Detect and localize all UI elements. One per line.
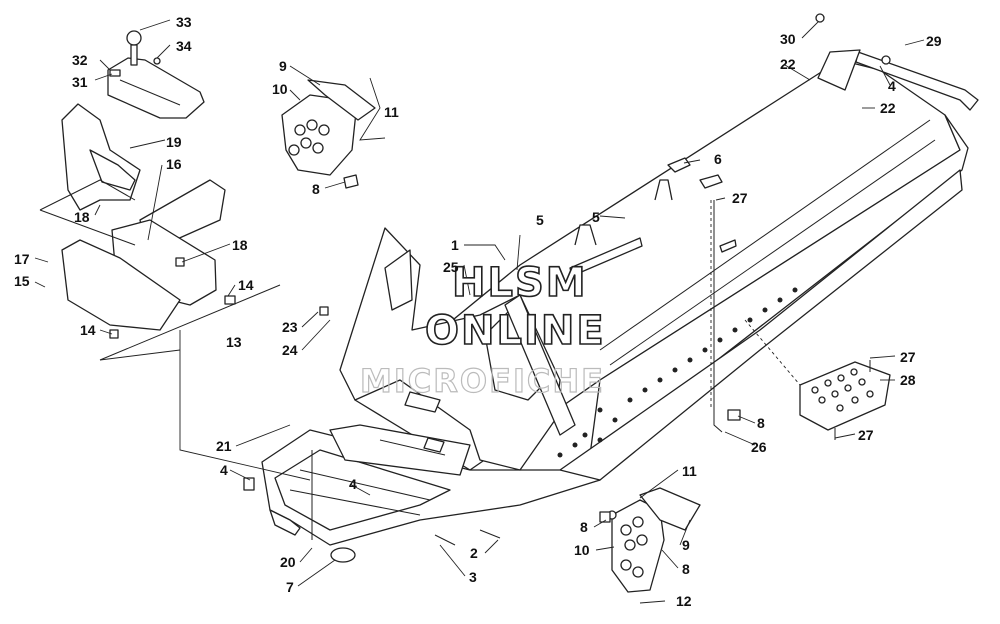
callout: 16 [166, 156, 182, 172]
callout: 9 [279, 58, 287, 74]
callout: 12 [676, 593, 692, 609]
callout: 27 [732, 190, 748, 206]
callout: 8 [682, 561, 690, 577]
callout: 5 [592, 209, 600, 225]
callout: 5 [536, 212, 544, 228]
callout: 8 [580, 519, 588, 535]
callout: 18 [232, 237, 248, 253]
callout: 32 [72, 52, 88, 68]
callout: 4 [349, 476, 357, 492]
callout: 22 [780, 56, 796, 72]
running-board-holes [557, 287, 798, 458]
callout: 8 [312, 181, 320, 197]
left-cover [281, 79, 376, 189]
callout: 18 [74, 209, 90, 225]
callout: 33 [176, 14, 192, 30]
callout: 19 [166, 134, 182, 150]
chassis-frame [261, 59, 969, 546]
callout: 34 [176, 38, 192, 54]
callout: 27 [900, 349, 916, 365]
callout: 23 [282, 319, 298, 335]
callout: 31 [72, 74, 88, 90]
watermark-line-3: MICROFICHE [360, 362, 605, 400]
callout: 15 [14, 273, 30, 289]
callout: 24 [282, 342, 298, 358]
callout: 22 [880, 100, 896, 116]
watermark: HLSM ONLINE MICROFICHE [359, 259, 606, 400]
callout: 3 [469, 569, 477, 585]
callout: 6 [714, 151, 722, 167]
callout: 4 [888, 78, 896, 94]
leader-lines [34, 19, 925, 604]
rear-bumper [815, 13, 979, 111]
front-brackets [39, 103, 311, 481]
callout: 10 [272, 81, 288, 97]
callout: 28 [900, 372, 916, 388]
callout: 8 [757, 415, 765, 431]
right-cover [607, 487, 701, 593]
callout: 30 [780, 31, 796, 47]
callout: 26 [751, 439, 767, 455]
callout: 7 [286, 579, 294, 595]
callout: 1 [451, 237, 459, 253]
callout: 25 [443, 259, 459, 275]
callout: 29 [926, 33, 942, 49]
callout: 14 [80, 322, 96, 338]
watermark-line-1: HLSM [452, 260, 588, 306]
callout: 27 [858, 427, 874, 443]
hardware [109, 157, 871, 563]
callout: 9 [682, 537, 690, 553]
callout: 11 [384, 104, 399, 120]
callout: 14 [238, 277, 254, 293]
callout: 11 [682, 463, 697, 479]
callout: 20 [280, 554, 296, 570]
watermark-line-2: ONLINE [425, 308, 606, 354]
footrest-plate [799, 361, 891, 431]
callout: 4 [220, 462, 228, 478]
callout: 21 [216, 438, 232, 454]
callout-labels: 33 34 32 31 19 16 18 18 17 15 14 14 13 9… [14, 14, 942, 609]
callout: 2 [470, 545, 478, 561]
callout: 13 [226, 334, 242, 350]
callout: 17 [14, 251, 30, 267]
callout: 10 [574, 542, 590, 558]
